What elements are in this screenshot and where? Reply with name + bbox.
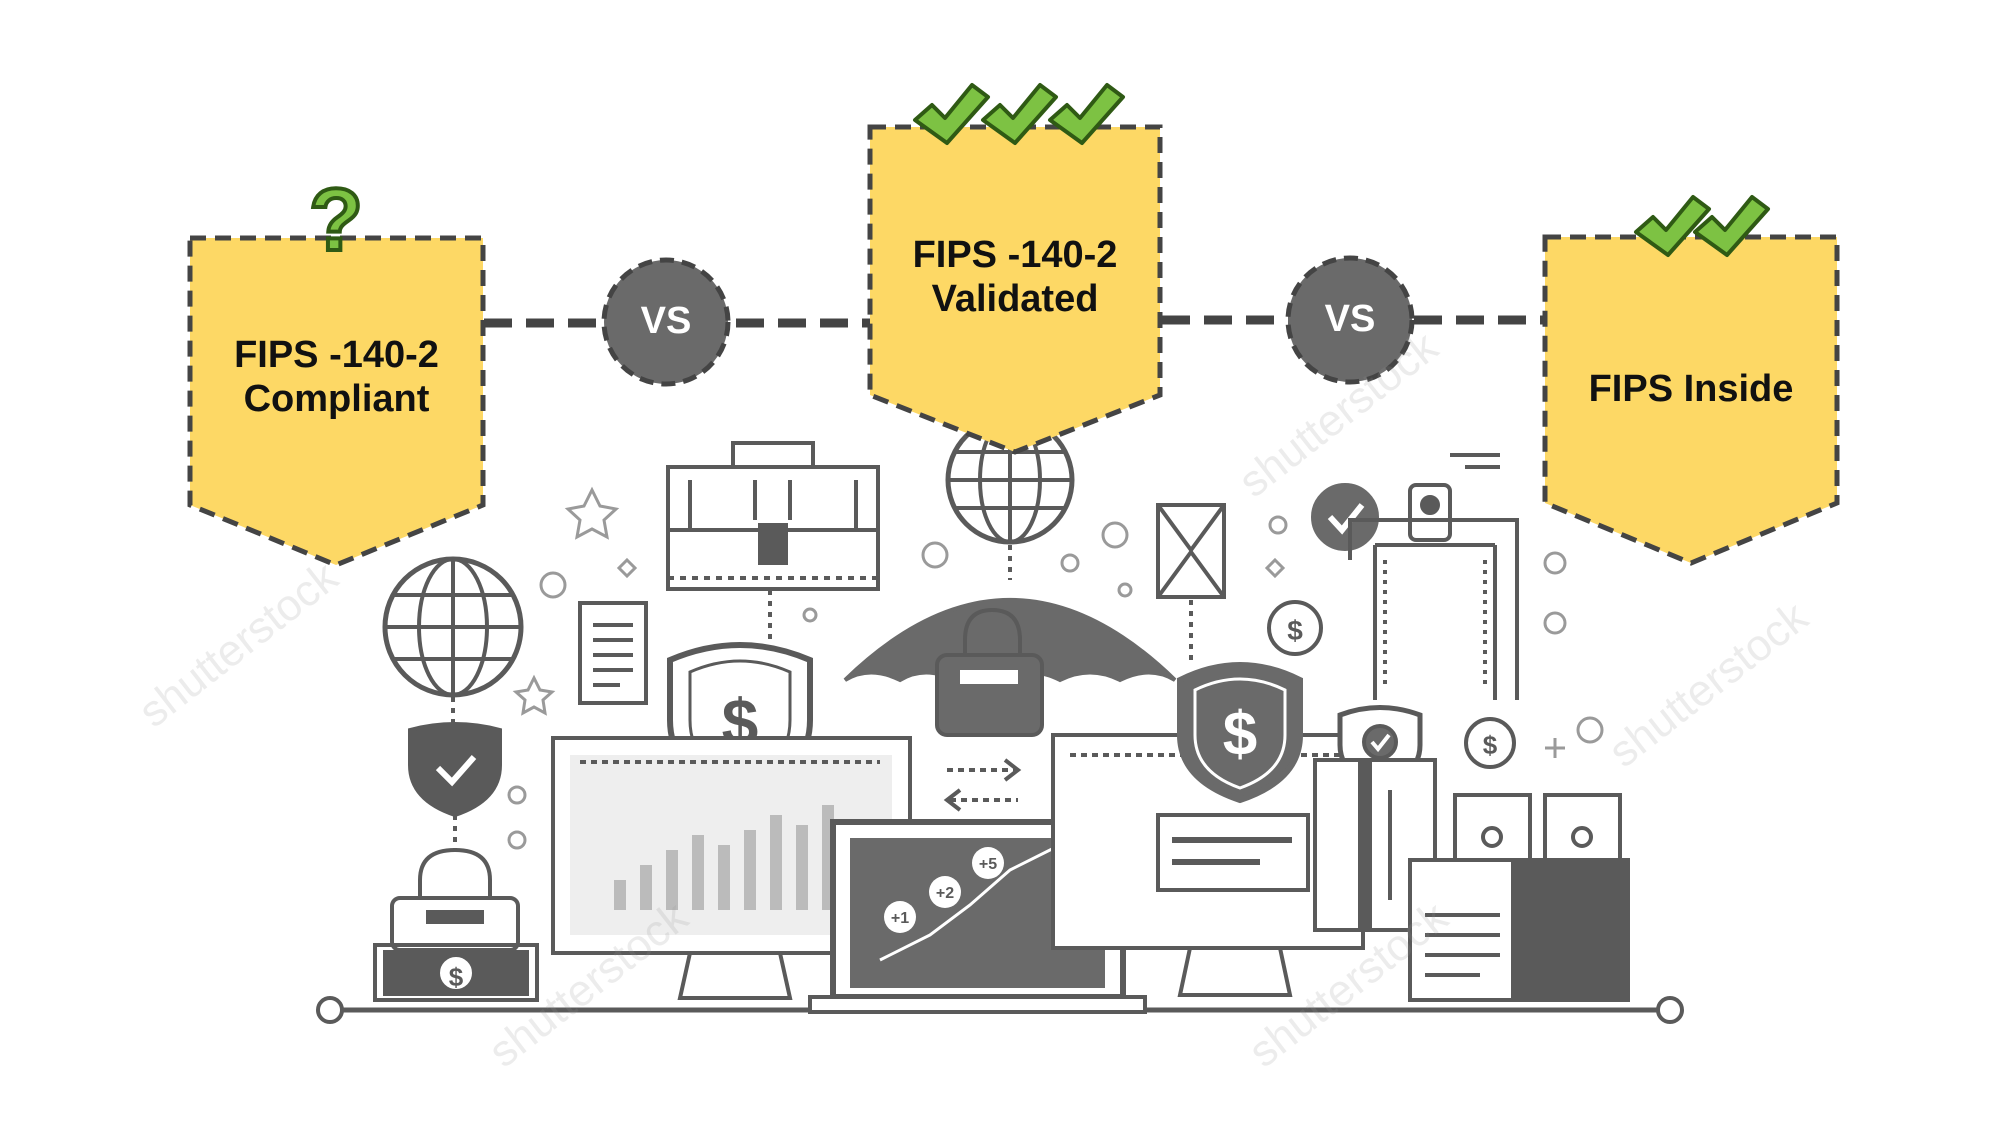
panel-compliant <box>187 235 486 568</box>
ground-end-left-icon <box>316 996 344 1024</box>
badge-plus5-icon: +5 <box>979 856 997 873</box>
panel-validated <box>867 124 1163 455</box>
label-validated-line2: Validated <box>931 278 1099 320</box>
check-icon <box>913 83 990 145</box>
decorative-dots <box>507 486 1604 850</box>
question-mark-icon: ? <box>309 170 363 269</box>
vs-left-badge <box>601 257 731 387</box>
monitor-left-icon <box>551 736 912 1000</box>
label-compliant: FIPS -140-2 Compliant <box>190 333 483 421</box>
transfer-arrows-icon <box>943 758 1022 812</box>
label-compliant-line1: FIPS -140-2 <box>234 334 439 376</box>
umbrella-icon <box>843 598 1177 737</box>
label-validated-line1: FIPS -140-2 <box>912 234 1118 276</box>
check-icon <box>1634 195 1711 257</box>
shield-right-dollar-icon: $ <box>1223 700 1257 769</box>
check-icon <box>1048 83 1125 145</box>
badge-plus1-icon: +1 <box>891 910 909 927</box>
check-icon <box>981 83 1058 145</box>
padlock-money-icon <box>373 847 539 1002</box>
security-illustration: $ $ <box>316 415 1684 1024</box>
ground-end-right-icon <box>1656 996 1684 1024</box>
badge-plus2-icon: +2 <box>936 885 954 902</box>
envelope-icon <box>1156 503 1226 599</box>
check-icon <box>1693 195 1770 257</box>
shield-dollar-right-icon <box>1177 662 1303 804</box>
label-inside: FIPS Inside <box>1545 367 1837 411</box>
coin-small-icon <box>1464 717 1516 769</box>
security-gate-icon <box>1311 453 1519 700</box>
briefcase-icon <box>666 441 880 591</box>
money-stack-icon <box>1408 793 1630 1002</box>
label-validated: FIPS -140-2 Validated <box>870 233 1160 321</box>
globe-left-icon <box>382 556 524 698</box>
vs-right-badge <box>1285 255 1415 385</box>
label-inside-line1: FIPS Inside <box>1588 368 1794 410</box>
vs-left-label: VS <box>640 300 692 342</box>
checkmark-icon-group-inside <box>1634 195 1770 257</box>
checkmark-icon-group-validated <box>913 83 1125 145</box>
panel-inside <box>1542 234 1840 566</box>
shield-check-small-icon <box>408 722 502 818</box>
coin-dollar-icon: $ <box>1287 615 1303 646</box>
dollar-sign-icon: $ <box>449 962 464 992</box>
coin-icon <box>1267 600 1323 656</box>
label-compliant-line2: Compliant <box>243 378 430 420</box>
vs-right-label: VS <box>1324 298 1376 340</box>
document-icon <box>578 601 648 705</box>
coin-small-dollar-icon: $ <box>1483 730 1498 760</box>
